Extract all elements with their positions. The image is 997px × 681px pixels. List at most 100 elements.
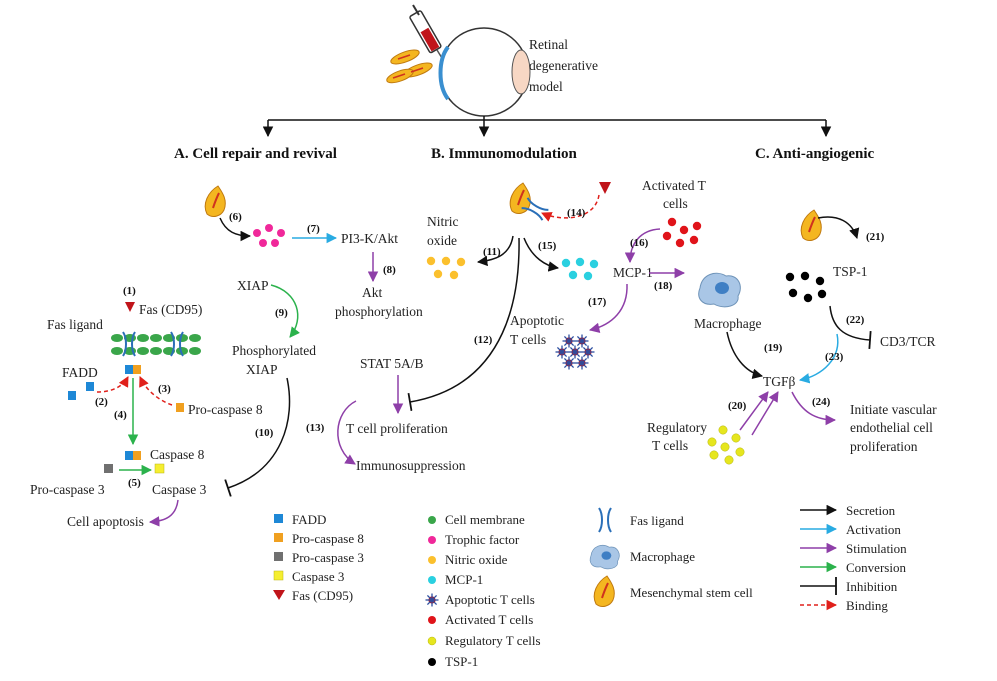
arrow-24 <box>791 391 837 426</box>
regulatory-t-cells-label: Regulatory T cells <box>647 420 710 453</box>
arrow-13 <box>337 400 357 465</box>
legend-swatch <box>428 616 436 624</box>
pi3k-label: PI3-K/Akt <box>341 231 398 246</box>
legend-label: Stimulation <box>846 541 907 556</box>
cd3-tcr-label: CD3/TCR <box>880 334 936 349</box>
caspase3-label: Caspase 3 <box>152 482 207 497</box>
step-17: (17) <box>588 296 607 308</box>
step-14: (14) <box>567 207 586 219</box>
step-4: (4) <box>114 409 127 421</box>
pro-caspase8-label: Pro-caspase 8 <box>188 402 263 417</box>
legend-swatch <box>428 658 436 666</box>
legend-swatch <box>424 592 440 608</box>
step-23: (23) <box>825 351 844 363</box>
legend-label: Activated T cells <box>445 612 533 627</box>
legend-label: TSP-1 <box>445 654 478 669</box>
arrow-16 <box>624 228 661 264</box>
legend-label: Fas ligand <box>630 513 684 528</box>
section-c-title: C. Anti-angiogenic <box>755 146 875 162</box>
binding-3 <box>139 376 173 406</box>
cell-membrane <box>111 334 201 355</box>
branch-lines <box>262 116 832 138</box>
tsp1-dots <box>785 271 827 303</box>
legend-swatch <box>428 556 436 564</box>
step-18: (18) <box>654 280 673 292</box>
step-7: (7) <box>307 223 320 235</box>
step-13: (13) <box>306 422 325 434</box>
legend-label: FADD <box>292 512 326 527</box>
eye-icon <box>438 27 531 117</box>
legend-label: Nitric oxide <box>445 552 508 567</box>
fas-ligand-label: Fas ligand <box>47 317 103 332</box>
macrophage-label: Macrophage <box>694 316 761 331</box>
legend-label: Pro-caspase 8 <box>292 531 364 546</box>
pro-caspase8-square <box>176 403 184 412</box>
akt-phosphorylation-label: Akt phosphorylation <box>335 285 423 319</box>
arrow-6 <box>219 217 252 242</box>
apoptotic-t-cells-label: Apoptotic T cells <box>510 313 567 347</box>
arrow-15 <box>523 237 560 272</box>
caspase8-label: Caspase 8 <box>150 447 205 462</box>
arrow-20b <box>751 391 779 436</box>
inhibition-22 <box>829 305 872 350</box>
step-19: (19) <box>764 342 783 354</box>
macrophage-icon <box>698 272 741 308</box>
tsp1-label: TSP-1 <box>833 264 868 279</box>
cell-apoptosis-label: Cell apoptosis <box>67 514 144 529</box>
step-12: (12) <box>474 334 493 346</box>
step-8: (8) <box>383 264 396 276</box>
legend-label: Cell membrane <box>445 512 525 527</box>
legend-swatch <box>274 514 283 523</box>
legend-label: Inhibition <box>846 579 898 594</box>
step-24: (24) <box>812 396 831 408</box>
inhibition-12 <box>407 237 520 412</box>
fas-ligand-icon <box>598 507 612 533</box>
binding-2 <box>96 376 129 393</box>
fas-receptor-icon <box>125 302 135 312</box>
step-21: (21) <box>866 231 885 243</box>
arrow-11 <box>476 235 514 267</box>
step-5: (5) <box>128 477 141 489</box>
legend-swatch <box>274 533 283 542</box>
trophic-factor-dots <box>253 224 285 247</box>
pro-caspase3-label: Pro-caspase 3 <box>30 482 105 497</box>
inhibition-10 <box>224 377 291 497</box>
model-label: Retinal degenerative model <box>529 37 601 94</box>
legend-label: Binding <box>846 598 888 613</box>
legend-swatch <box>427 636 437 646</box>
activated-t-cells-label: Activated T cells <box>642 178 709 211</box>
caspase8-square <box>133 451 141 460</box>
legend-swatch <box>428 576 436 584</box>
t-cell-proliferation-label: T cell proliferation <box>346 421 448 436</box>
fadd-square <box>125 365 133 374</box>
step-6: (6) <box>229 211 242 223</box>
stem-cells-icon <box>386 49 433 84</box>
arrow-17 <box>588 283 628 334</box>
step-10: (10) <box>255 427 274 439</box>
macrophage-icon <box>589 544 620 570</box>
legend-swatch <box>274 552 283 561</box>
step-11: (11) <box>483 246 501 258</box>
arrow-apoptosis <box>148 499 179 527</box>
step-20: (20) <box>728 400 747 412</box>
activated-t-cell-dots <box>662 217 702 248</box>
pro-caspase8-square <box>133 365 141 374</box>
regulatory-t-cell-dots <box>707 425 745 465</box>
legend-swatch <box>428 516 436 524</box>
legend-label: Conversion <box>846 560 906 575</box>
stem-cell-icon <box>593 575 616 608</box>
caspase3-square <box>154 463 165 474</box>
step-16: (16) <box>630 237 649 249</box>
nitric-oxide-dots <box>426 256 466 280</box>
stem-cell-icon <box>204 185 227 218</box>
legend-label: Regulatory T cells <box>445 633 541 648</box>
step-3: (3) <box>158 383 171 395</box>
stem-cell-icon <box>800 209 823 242</box>
step-1: (1) <box>123 285 136 297</box>
section-a-title: A. Cell repair and revival <box>174 146 337 162</box>
legend-label: Trophic factor <box>445 532 520 547</box>
fadd-square <box>125 451 133 460</box>
phosphorylated-xiap-label: Phosphorylated XIAP <box>232 343 319 377</box>
